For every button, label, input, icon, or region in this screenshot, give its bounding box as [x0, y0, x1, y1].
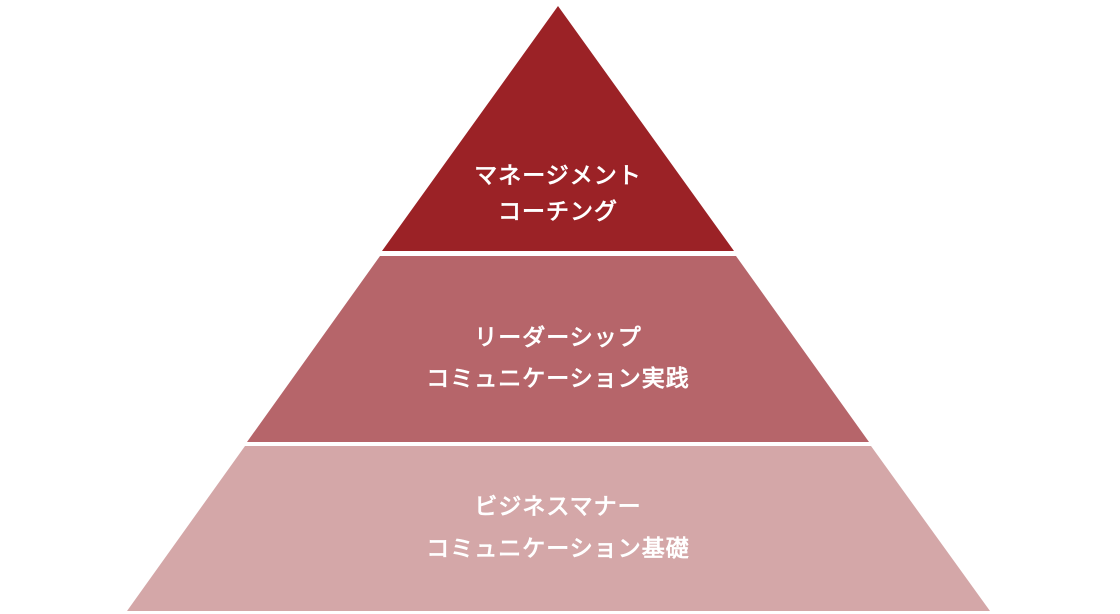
- pyramid-tier-middle: リーダーシップ コミュニケーション実践: [247, 256, 869, 442]
- pyramid-tier-bottom: ビジネスマナー コミュニケーション基礎: [127, 446, 990, 611]
- tier-top-line2: コーチング: [498, 198, 618, 225]
- tier-bottom-line2: コミュニケーション基礎: [426, 536, 690, 562]
- tier-middle-line1: リーダーシップ: [474, 324, 642, 351]
- tier-top-shape: [382, 6, 734, 251]
- tier-middle-line2: コミュニケーション実践: [426, 365, 690, 392]
- tier-middle-shape: [247, 256, 869, 442]
- tier-bottom-line1: ビジネスマナー: [474, 494, 641, 520]
- tier-top-line1: マネージメント: [474, 163, 642, 189]
- tier-bottom-shape: [127, 446, 990, 611]
- pyramid-tier-top: マネージメント コーチング: [382, 6, 734, 251]
